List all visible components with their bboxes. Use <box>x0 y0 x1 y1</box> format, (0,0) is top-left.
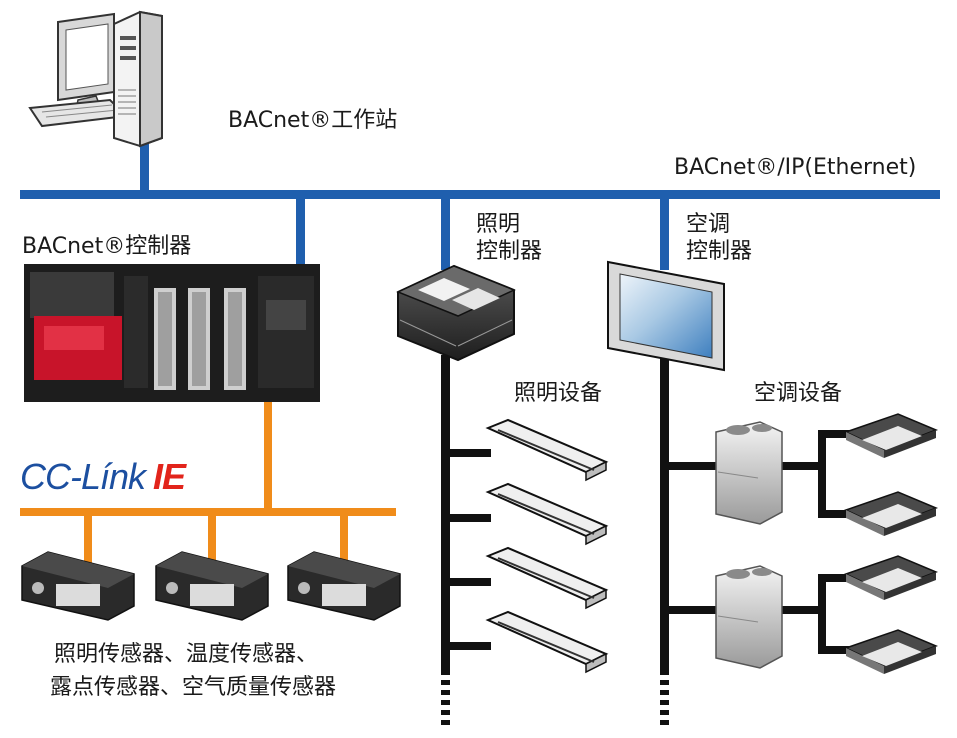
sensor-drop-2 <box>208 512 216 564</box>
workstation-computer-icon <box>28 10 163 148</box>
hvac-indoor-unit-4-icon <box>844 629 939 674</box>
sensor-module-1-icon <box>21 551 135 621</box>
hvac-devices-label-text: 空调设备 <box>754 381 843 406</box>
hvac-controller-label: 空调 控制器 <box>686 212 752 266</box>
wiring <box>20 142 940 725</box>
workstation-label-text: BACnet®工作站 <box>228 108 398 133</box>
bacnet-controller-label: BACnet®控制器 <box>22 234 191 261</box>
hvac-indoor-unit-2-icon <box>844 491 939 536</box>
sensors-label-line2: 露点传感器、空气质量传感器 <box>50 675 337 700</box>
lighting-branch-2 <box>441 514 491 522</box>
sensor-module-3-icon <box>287 551 401 621</box>
workstation-drop <box>140 142 149 192</box>
hvac-outdoor-unit-2-icon <box>715 565 783 669</box>
lighting-branch-1 <box>441 449 491 457</box>
hvac-controller-label-line1: 空调 <box>686 212 731 237</box>
hvac-controller-drop <box>660 194 669 270</box>
hvac-branch-1 <box>664 462 720 470</box>
controller-drop <box>296 194 305 268</box>
lighting-trunk-continuation <box>441 680 450 725</box>
workstation-label: BACnet®工作站 <box>228 108 397 135</box>
lighting-devices-label: 照明设备 <box>514 381 602 408</box>
sensors-label: 照明传感器、温度传感器、 露点传感器、空气质量传感器 <box>50 638 336 704</box>
cc-link-logo-text: CC-Línk <box>20 456 146 497</box>
hvac-devices-label: 空调设备 <box>754 381 842 408</box>
lighting-controller-label: 照明 控制器 <box>476 212 542 266</box>
lighting-fixture-2-icon <box>485 482 609 546</box>
lighting-devices-label-text: 照明设备 <box>514 381 603 406</box>
hvac-branch-2 <box>664 606 720 614</box>
lighting-fixture-4-icon <box>485 610 609 674</box>
sensor-module-2-icon <box>155 551 269 621</box>
lighting-controller-label-line1: 照明 <box>476 212 521 237</box>
hvac-indoor-unit-1-icon <box>844 413 939 458</box>
controller-to-cclink <box>264 398 272 512</box>
lighting-fixture-1-icon <box>485 418 609 482</box>
bacnet-controller-icon <box>24 264 320 402</box>
hvac-outdoor-unit-1-icon <box>715 421 783 525</box>
sensors-label-line1: 照明传感器、温度传感器、 <box>54 642 319 667</box>
bacnet-controller-label-text: BACnet®控制器 <box>22 234 192 259</box>
hvac-controller-touchpanel-icon <box>607 260 725 372</box>
hvac-indoor-unit-3-icon <box>844 555 939 600</box>
lighting-controller-icon <box>396 264 516 362</box>
lighting-controller-label-line2: 控制器 <box>476 238 543 264</box>
bacnet-ip-bus-label-text: BACnet®/IP(Ethernet) <box>674 155 917 180</box>
hvac-trunk-continuation <box>660 680 669 725</box>
hvac-trunk <box>660 345 669 675</box>
bacnet-ip-bus-label: BACnet®/IP(Ethernet) <box>674 155 916 182</box>
lighting-fixture-3-icon <box>485 546 609 610</box>
cc-link-logo-ie: IE <box>153 456 186 497</box>
bacnet-ip-bus <box>20 190 940 199</box>
hvac-controller-label-line2: 控制器 <box>686 238 753 264</box>
lighting-branch-4 <box>441 642 491 650</box>
lighting-branch-3 <box>441 578 491 586</box>
sensor-drop-1 <box>84 512 92 564</box>
sensor-drop-3 <box>340 512 348 564</box>
lighting-controller-drop <box>441 194 450 270</box>
